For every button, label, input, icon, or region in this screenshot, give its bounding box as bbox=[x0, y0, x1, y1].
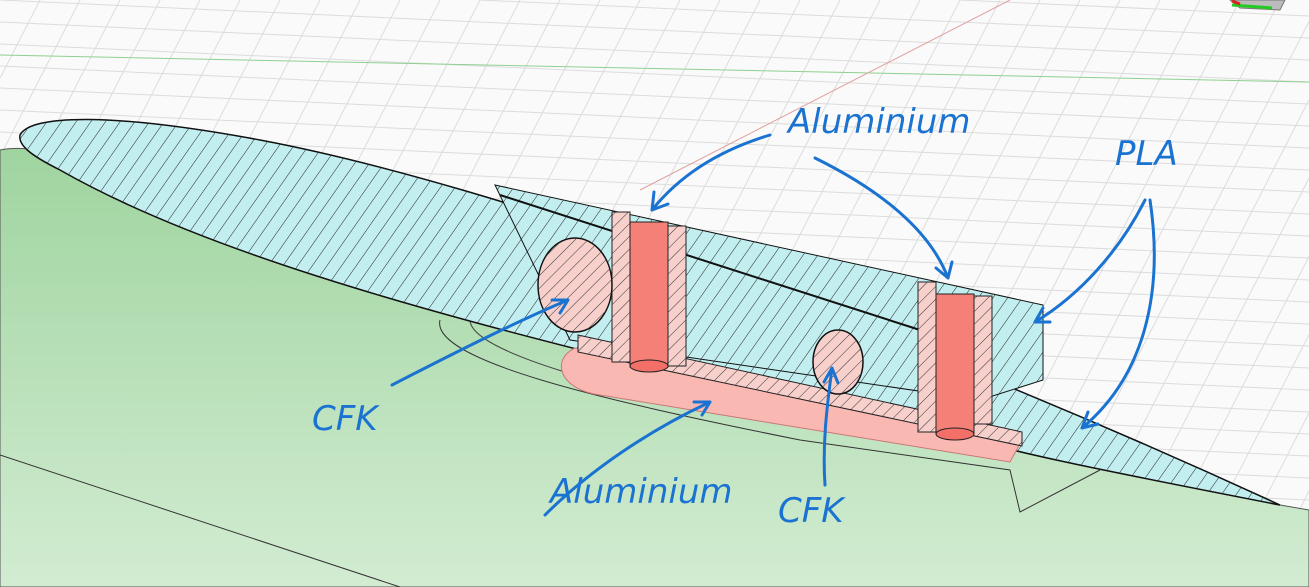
label-aluminium-bottom: Aluminium bbox=[548, 472, 732, 512]
fillet-edge bbox=[439, 319, 1101, 513]
grid-line bbox=[959, 0, 1309, 17]
spar-right bbox=[917, 281, 993, 441]
grid-line bbox=[0, 65, 1309, 127]
label-pla: PLA bbox=[1115, 134, 1178, 174]
spar-left bbox=[611, 211, 687, 373]
annotation-arrows bbox=[390, 133, 1156, 517]
grid-line bbox=[479, 0, 1309, 39]
cfk-rod-left bbox=[537, 237, 613, 333]
plate-wall-hatch bbox=[578, 335, 1022, 446]
label-cfk-right: CFK bbox=[778, 491, 846, 531]
grid-line bbox=[0, 0, 41, 79]
pla-edge bbox=[499, 194, 921, 331]
label-cfk-left: CFK bbox=[312, 399, 380, 439]
grid-line bbox=[0, 21, 1309, 83]
green-axis bbox=[0, 54, 1309, 83]
grid-line bbox=[0, 109, 1309, 171]
grid-line bbox=[0, 0, 1309, 61]
grid-line bbox=[0, 43, 1309, 105]
ground-edge bbox=[0, 454, 401, 587]
aluminium-plate bbox=[560, 347, 1023, 463]
red-axis bbox=[639, 0, 1011, 191]
grid-line bbox=[0, 0, 81, 157]
view-cube[interactable] bbox=[1229, 0, 1286, 11]
grid-line bbox=[0, 87, 1309, 149]
label-aluminium-top: Aluminium bbox=[786, 102, 970, 142]
